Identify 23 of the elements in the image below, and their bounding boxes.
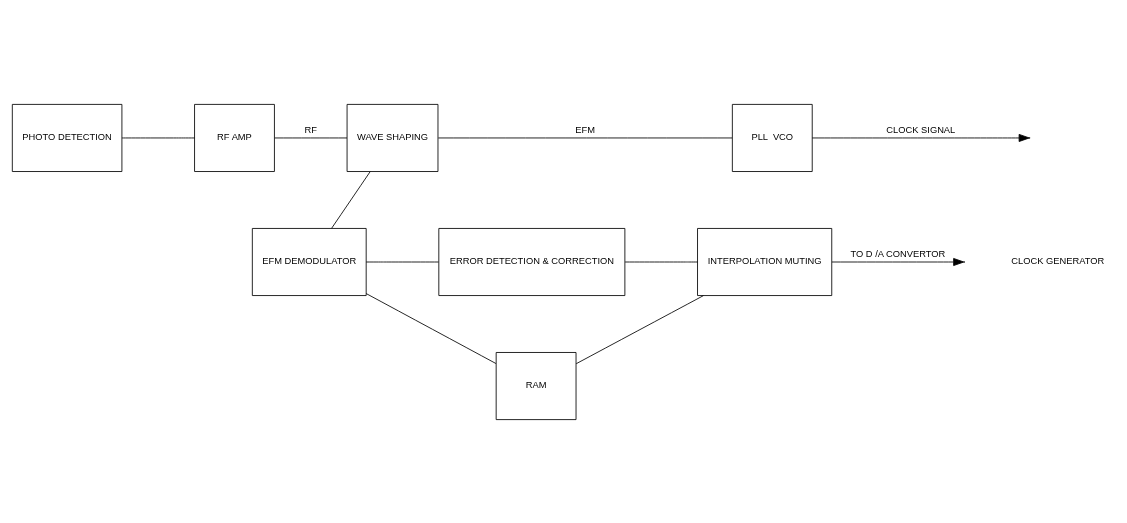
connector <box>274 137 348 138</box>
connector <box>121 137 195 138</box>
connector <box>437 137 733 138</box>
edge-label: EFM <box>575 124 596 135</box>
connector <box>331 170 371 229</box>
node-box: EFM DEMODULATOR <box>251 227 367 296</box>
node-box: RF AMP <box>194 103 275 172</box>
arrow <box>831 257 965 266</box>
edge-label: TO D /A CONVERTOR <box>850 248 946 259</box>
node-box: ERROR DETECTION & CORRECTION <box>438 227 626 296</box>
node-box: RAM <box>495 351 577 420</box>
connector <box>575 294 704 364</box>
edge-label: RF <box>304 124 317 135</box>
node-box: WAVE SHAPING <box>346 103 439 172</box>
connector <box>365 292 497 364</box>
connector <box>624 261 698 262</box>
node-box: INTERPOLATION MUTING <box>697 227 833 296</box>
connector <box>365 261 439 262</box>
node-box: PHOTO DETECTION <box>11 103 123 172</box>
label: CLOCK GENERATOR <box>1011 255 1105 266</box>
edge-label: CLOCK SIGNAL <box>886 124 956 135</box>
arrow <box>811 133 1030 142</box>
node-box: PLL VCO <box>731 103 813 172</box>
